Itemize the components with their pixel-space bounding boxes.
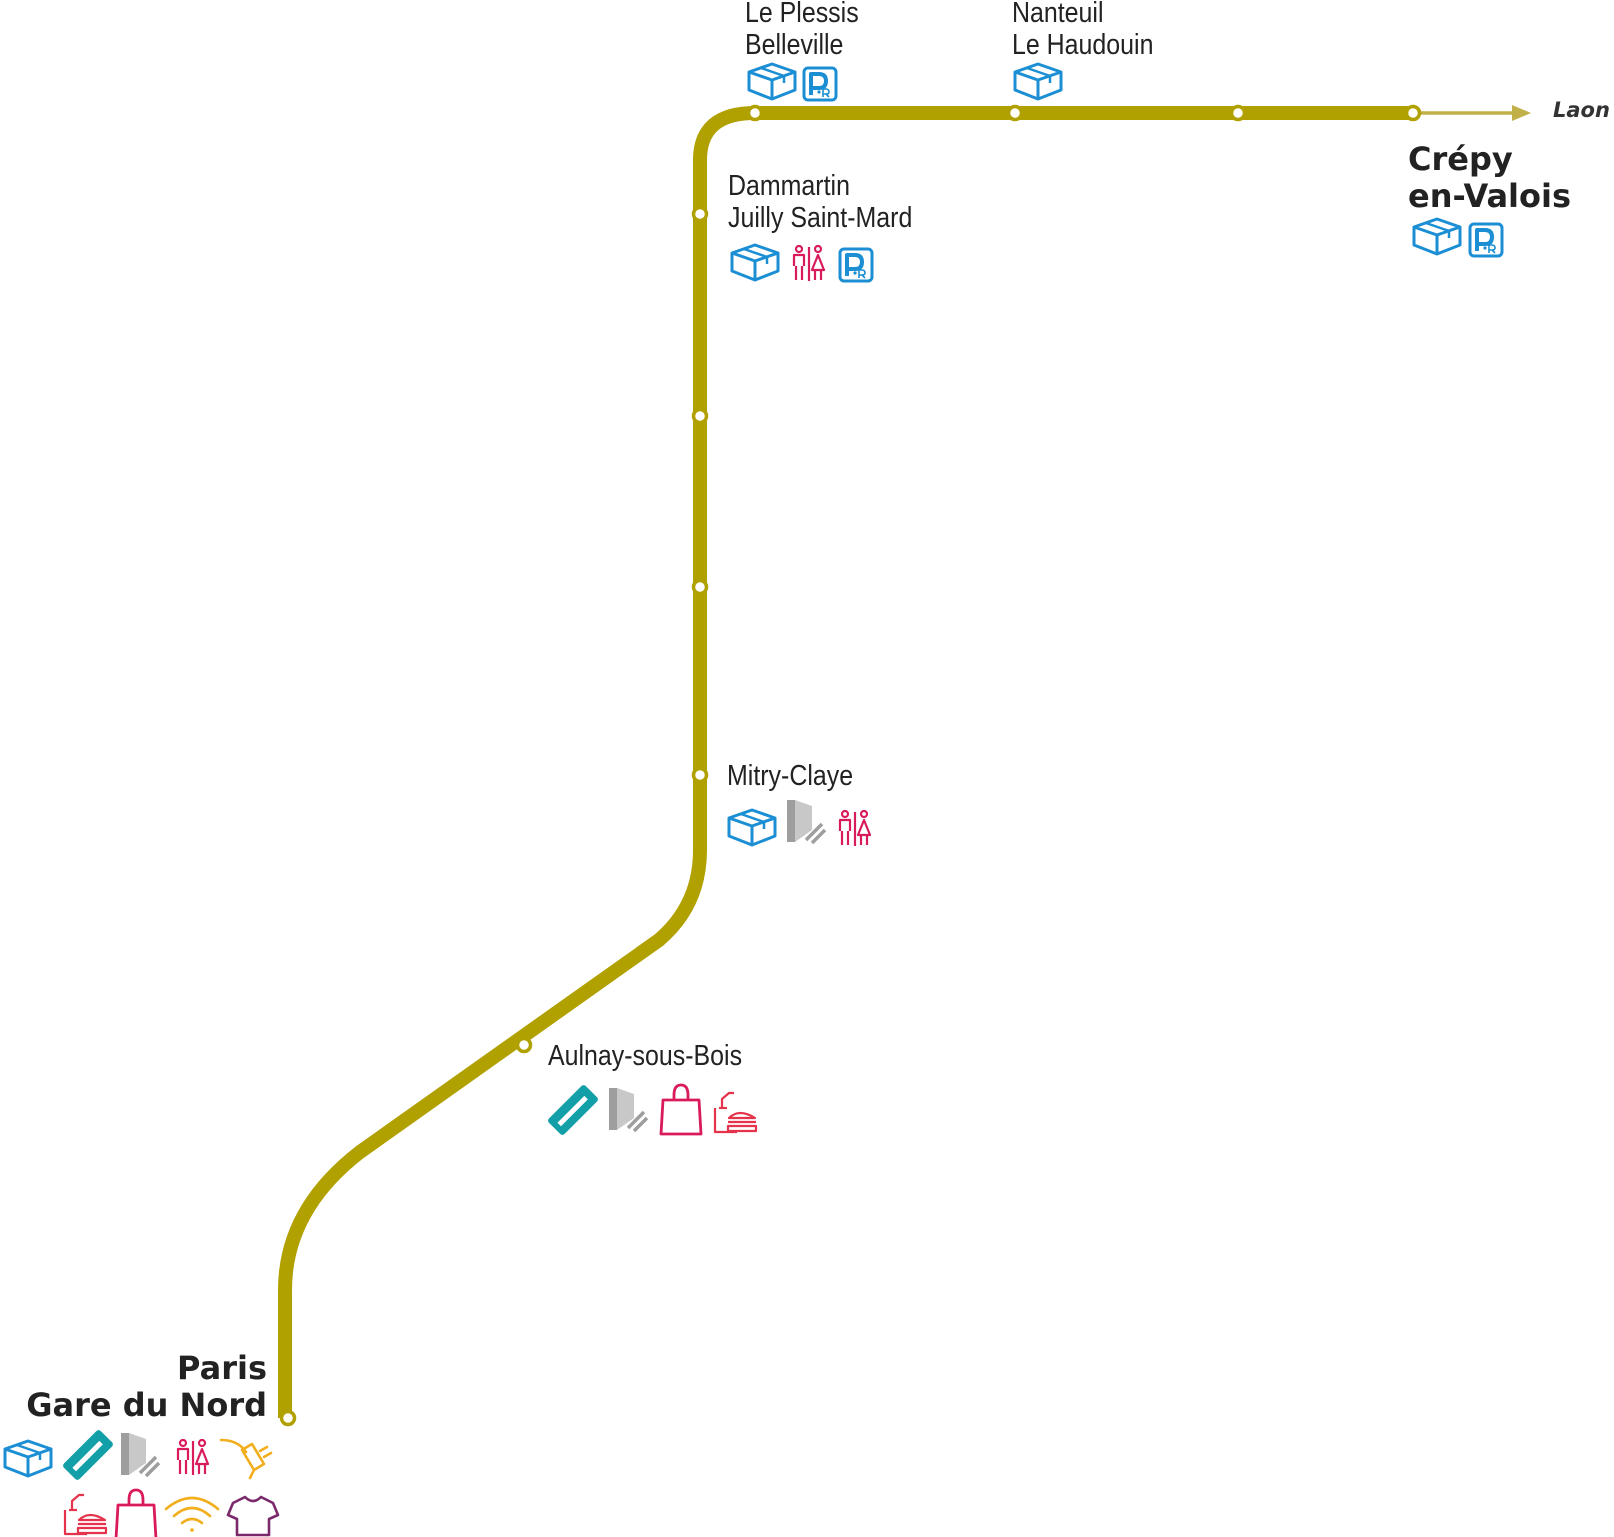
toilets-icon [838,809,872,848]
parcel-locker-icon [747,62,797,101]
park-and-ride-icon [802,66,838,102]
station-label-paris[interactable]: Paris Gare du Nord [26,1349,267,1424]
wifi-icon [164,1496,220,1534]
park-and-ride-icon [1468,222,1504,258]
direction-arrow [1413,105,1531,121]
station-dot-crepy[interactable] [1404,104,1422,122]
station-dot-le-plessis[interactable] [746,104,764,122]
station-label-aulnay[interactable]: Aulnay-sous-Bois [548,1040,743,1072]
station-dot-intermediate[interactable] [691,578,709,596]
station-dot-dammartin[interactable] [691,205,709,223]
station-dot-mitry[interactable] [691,766,709,784]
station-dot-nanteuil[interactable] [1006,104,1024,122]
shop-icon [659,1083,703,1136]
station-label-crepy[interactable]: Crépy en-Valois [1408,140,1572,215]
ticket-card-icon [546,1083,600,1137]
station-label-le-plessis[interactable]: Le Plessis Belleville [745,0,859,61]
ticket-machine-icon [607,1086,649,1133]
ticket-card-icon [61,1428,115,1482]
parcel-locker-icon [1013,62,1063,101]
station-dot-intermediate[interactable] [691,407,709,425]
station-label-mitry[interactable]: Mitry-Claye [727,760,854,792]
ticket-machine-icon [119,1431,161,1478]
food-icon [713,1091,758,1134]
parcel-locker-icon [3,1439,53,1478]
toilets-icon [176,1438,210,1477]
parcel-locker-icon [727,808,777,847]
food-icon [63,1493,108,1536]
direction-label: Laon [1553,98,1610,122]
station-label-dammartin[interactable]: Dammartin Juilly Saint-Mard [728,170,913,234]
station-dot-paris[interactable] [279,1409,297,1427]
station-dot-aulnay[interactable] [515,1036,533,1054]
station-dot-intermediate[interactable] [1229,104,1247,122]
station-label-nanteuil[interactable]: Nanteuil Le Haudouin [1012,0,1154,61]
parcel-locker-icon [1412,217,1462,256]
rail-line [278,106,1413,1418]
park-and-ride-icon [838,247,874,283]
power-outlet-icon [219,1438,273,1480]
toilets-icon [792,244,826,283]
clothing-icon [226,1495,280,1537]
parcel-locker-icon [730,243,780,282]
shop-icon [114,1488,158,1537]
ticket-machine-icon [785,798,827,845]
